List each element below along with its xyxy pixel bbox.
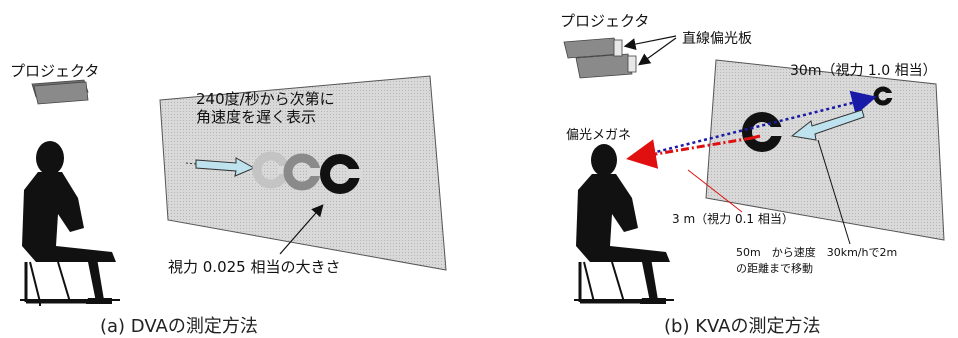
landolt-ring-medium [283, 153, 321, 191]
motion-arrow-b [790, 109, 865, 141]
far-distance-label: 30m（視力 1.0 相当） [790, 63, 937, 79]
far-distance-arrow [639, 90, 877, 158]
seated-person-icon-b [574, 144, 674, 304]
caption-a: (a) DVAの測定方法 [100, 316, 258, 337]
speed-text-line1: 240度/秒から次第に [196, 90, 335, 108]
near-callout-line [687, 169, 743, 213]
polarizer-label: 直線偏光板 [682, 31, 752, 47]
caption-b: (b) KVAの測定方法 [664, 316, 821, 337]
projection-screen [159, 75, 447, 271]
dual-projector-icon [563, 37, 637, 79]
projector-label-b: プロジェクタ [560, 12, 650, 30]
polarizer-arrow-2 [638, 37, 677, 66]
projector-icon [31, 79, 89, 105]
projector-label-a: プロジェクタ [10, 62, 100, 80]
panel-a [20, 75, 447, 306]
size-callout-arrow [279, 204, 324, 255]
polarizer-arrow-1 [623, 35, 677, 51]
glasses-label: 偏光メガネ [566, 128, 632, 143]
motion-label-line2: の距離まで移動 [736, 262, 813, 275]
panel-b [563, 35, 945, 304]
motion-arrow-a [185, 157, 256, 177]
landolt-ring-near [742, 112, 783, 152]
motion-label-line1: 50m から速度 30km/hで2m [736, 246, 898, 259]
motion-callout-line [817, 139, 851, 245]
size-label: 視力 0.025 相当の大きさ [168, 258, 341, 276]
speed-text-line2: 角速度を遅く表示 [196, 108, 317, 126]
near-distance-label: 3 m（視力 0.1 相当） [672, 212, 794, 226]
near-distance-arrow-tail [751, 134, 761, 140]
seated-person-icon [20, 141, 120, 306]
near-distance-arrow [626, 136, 753, 169]
landolt-ring-dark [320, 154, 361, 194]
